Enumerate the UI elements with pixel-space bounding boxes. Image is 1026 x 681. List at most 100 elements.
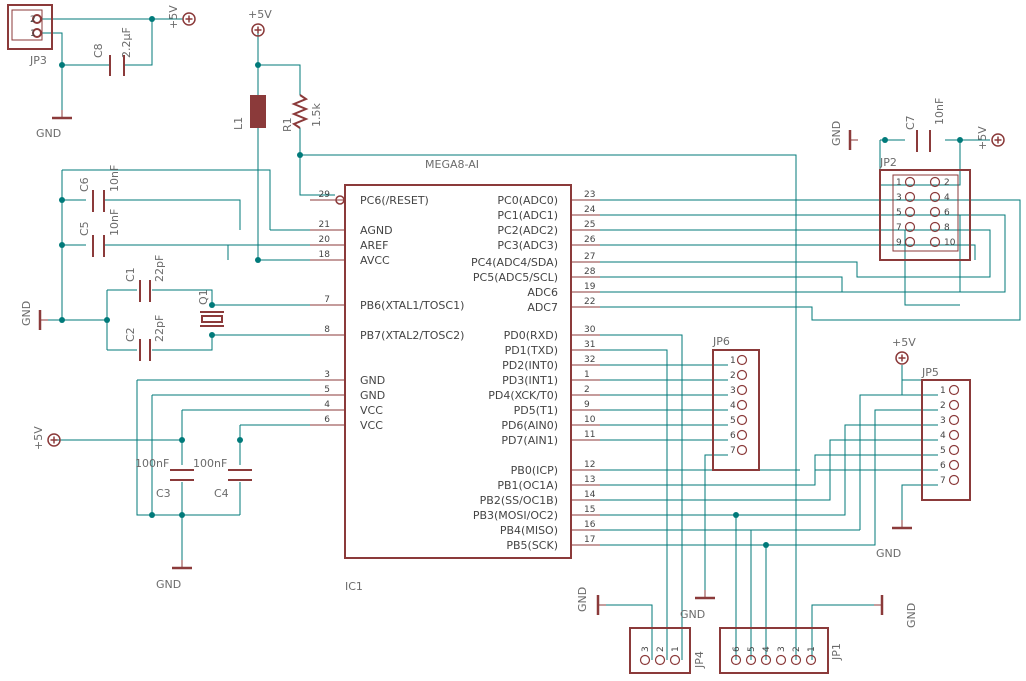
jp1-pin (775, 654, 787, 666)
junctions (59, 16, 963, 548)
jp1-pin (805, 654, 817, 666)
ground-symbol (596, 595, 606, 615)
gnd-label: GND (36, 127, 61, 140)
jp4-pin (654, 654, 666, 666)
ic1-pin-name: PD2(INT0) (502, 359, 558, 372)
jp6-pin-number: 5 (730, 416, 736, 426)
jp4-pin-number: 3 (641, 646, 651, 652)
vcc-symbol: +5V (248, 8, 272, 37)
ic1-pin-name: PC3(ADC3) (497, 239, 558, 252)
inductor-l1: L1 (232, 95, 266, 130)
c1-value: 22pF (153, 255, 166, 282)
capacitor-c1: C1 22pF (124, 255, 166, 302)
jp1-pin-number: 6 (732, 646, 742, 652)
jp2-pin (904, 236, 916, 248)
jp2-pin (929, 176, 941, 188)
vcc-label: +5V (32, 426, 45, 450)
ic1-pin-name: VCC (360, 404, 383, 417)
ic1-pin-name: PD4(XCK/T0) (488, 389, 558, 402)
jp1-pin-number: 2 (792, 646, 802, 652)
jp4-pin (639, 654, 651, 666)
ic1-name-label: IC1 (345, 580, 363, 593)
ic1-pin-number: 10 (584, 415, 596, 425)
ic1-pin-name: PB0(ICP) (511, 464, 558, 477)
jp2-pin (904, 206, 916, 218)
ic1-pin-number: 7 (324, 295, 330, 305)
jp6-pin-number: 3 (730, 386, 736, 396)
jp6-pin-number: 1 (730, 356, 736, 366)
ic1-pin-name: PD3(INT1) (502, 374, 558, 387)
jp2-pin-number: 4 (944, 193, 950, 203)
vcc-symbol: +5V (32, 426, 61, 450)
jp6-pin (736, 444, 748, 456)
ic1-pin-number: 3 (324, 370, 330, 380)
jp1-pin (745, 654, 757, 666)
jp4-pin-number: 2 (656, 646, 666, 652)
capacitor-c3: 100nF C3 (135, 457, 194, 500)
jp5-label: JP5 (921, 366, 939, 379)
jp4-pin (669, 654, 681, 666)
c8-value: 2.2µF (120, 27, 133, 58)
c1-label: C1 (124, 267, 137, 282)
jp1-pin (730, 654, 742, 666)
ic1-pin-name: VCC (360, 419, 383, 432)
ground-symbol (848, 130, 858, 150)
jp6-pin (736, 384, 748, 396)
capacitor-c8: C8 2.2µF (92, 27, 133, 76)
ic1-pin-name: PC4(ADC4/SDA) (471, 256, 558, 269)
jp3-label: JP3 (29, 54, 47, 67)
ic1-pin-name: PD7(AIN1) (501, 434, 558, 447)
ic1-pin-number: 13 (584, 475, 595, 485)
jp1-pin (790, 654, 802, 666)
ic1-pin-name: PC6(/RESET) (360, 194, 429, 207)
ic1-pin-number: 21 (319, 220, 330, 230)
vcc-label: +5V (167, 5, 180, 29)
ic1-pin-number: 4 (324, 400, 330, 410)
jp4-pin-number: 1 (671, 646, 681, 652)
jp5-pin-number: 6 (940, 461, 946, 471)
c2-value: 22pF (153, 315, 166, 342)
jp1-pin (760, 654, 772, 666)
ic1-pin-number: 9 (584, 400, 590, 410)
jp1-pin-number: 4 (762, 646, 772, 652)
jp3-pin-1: 1 (30, 29, 36, 39)
jp2-pin-number: 3 (896, 193, 902, 203)
ic1-pin-number: 8 (324, 325, 330, 335)
ic1-pin-name: PD5(T1) (514, 404, 558, 417)
jp5-pin (948, 414, 960, 426)
ground-symbol (695, 590, 715, 600)
jp6-pin-number: 6 (730, 431, 736, 441)
ic1-pin-name: PD0(RXD) (504, 329, 558, 342)
jp1-label: JP1 (830, 643, 843, 661)
jp4-label: JP4 (693, 651, 706, 669)
ic1-pin-number: 19 (584, 282, 596, 292)
jp5-pin-number: 4 (940, 431, 946, 441)
jp2-pin-number: 6 (944, 208, 950, 218)
ic1-pin-name: AGND (360, 224, 393, 237)
ic1-pin-number: 11 (584, 430, 595, 440)
jp2-pin (929, 221, 941, 233)
ground-symbol (172, 560, 192, 570)
l1-label: L1 (232, 117, 245, 130)
jp5-pin (948, 399, 960, 411)
ic1-pin-name: PD6(AIN0) (501, 419, 558, 432)
ic1-pin-number: 23 (584, 190, 595, 200)
ground-symbol (874, 595, 884, 615)
jp5-pin-number: 5 (940, 446, 946, 456)
jp2-pin (904, 176, 916, 188)
ic1-pin-number: 32 (584, 355, 595, 365)
ic1-pin-number: 6 (324, 415, 330, 425)
capacitor-c6: C6 10nF (78, 165, 121, 212)
ic1-pin-name: PC0(ADC0) (497, 194, 558, 207)
c5-value: 10nF (108, 209, 121, 236)
jp2-pin-number: 10 (944, 238, 956, 248)
jp2-pin-number: 5 (896, 208, 902, 218)
